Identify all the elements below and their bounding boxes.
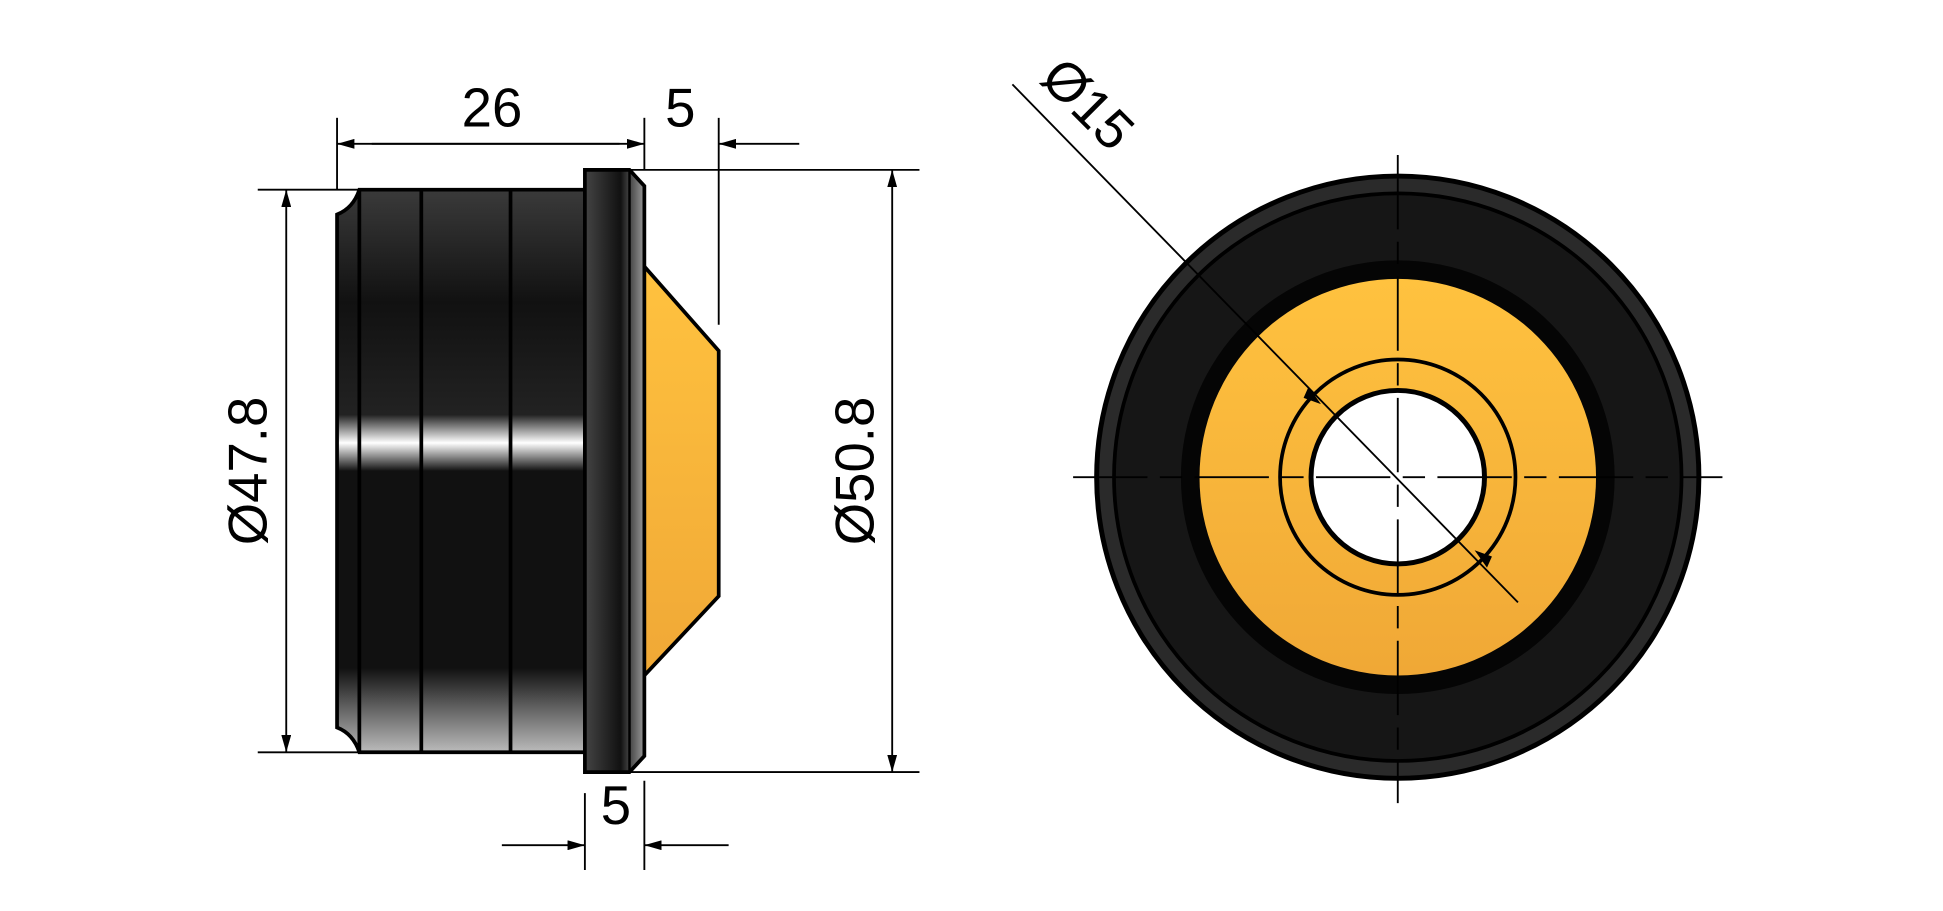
body-cylinder bbox=[335, 187, 587, 755]
side-view bbox=[335, 168, 721, 774]
flange-width-dimension: 5 bbox=[601, 775, 631, 836]
length-dimension: 26 bbox=[462, 78, 523, 139]
side-dimensions bbox=[257, 117, 920, 870]
bore-diameter-dimension: Ø15 bbox=[1030, 46, 1146, 162]
front-view bbox=[1011, 83, 1723, 804]
body-diameter-dimension: Ø47.8 bbox=[217, 397, 278, 546]
flange-diameter-dimension: Ø50.8 bbox=[825, 397, 886, 546]
center-lines bbox=[1011, 83, 1723, 804]
cone-length-dimension: 5 bbox=[665, 78, 695, 139]
orange-cone-insert bbox=[642, 261, 721, 681]
flange bbox=[583, 168, 647, 774]
insert-ring bbox=[1278, 357, 1518, 597]
